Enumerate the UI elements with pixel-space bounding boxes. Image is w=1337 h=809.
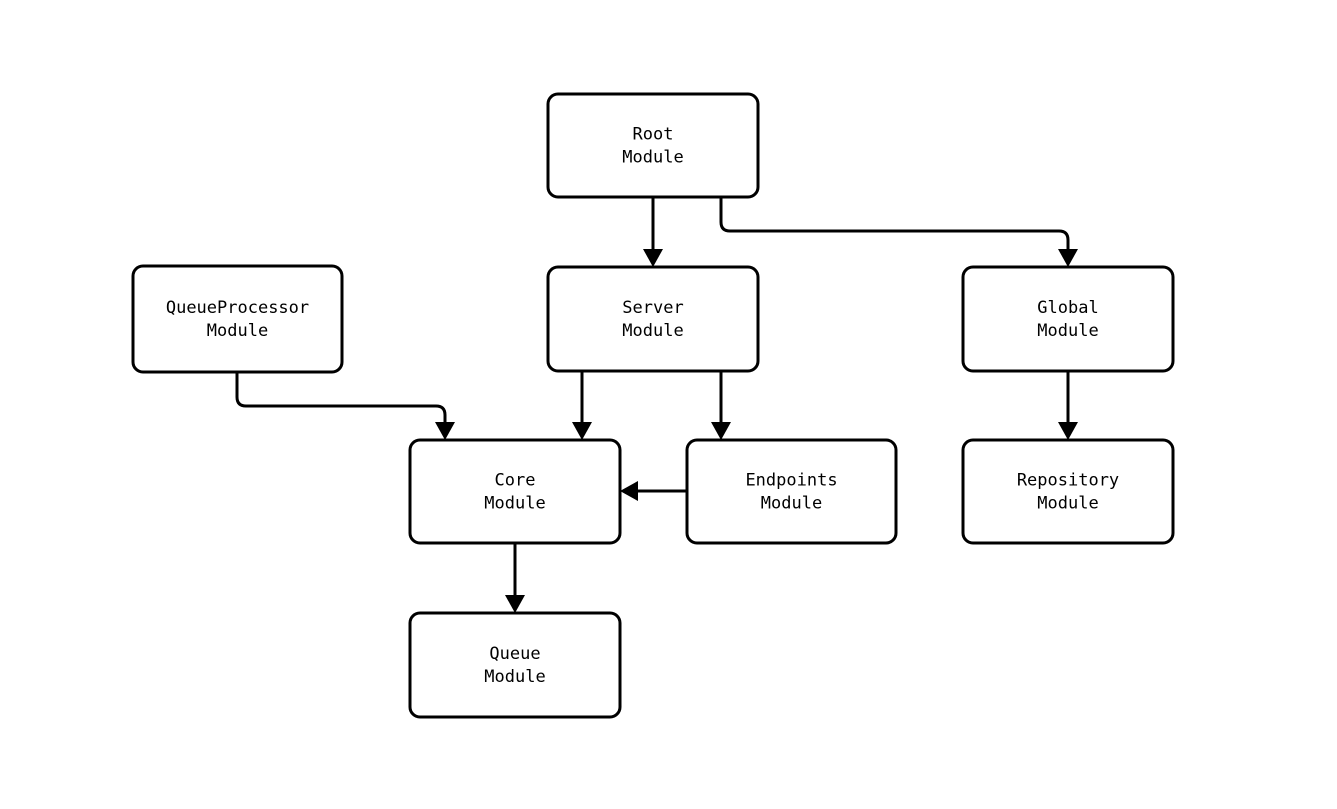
arrowhead-icon — [620, 481, 638, 501]
arrowhead-icon — [1058, 249, 1078, 267]
edge-global-to-repository — [1058, 371, 1078, 440]
node-label-line2: Module — [484, 494, 545, 514]
edge-endpoints-to-core — [620, 481, 687, 501]
edge-server-to-endpoints — [711, 371, 731, 440]
node-box[interactable] — [408, 438, 622, 545]
arrowhead-icon — [1058, 422, 1078, 440]
edges-layer — [235, 197, 1078, 613]
edge-core-to-queue — [505, 543, 525, 613]
node-label-line1: Core — [495, 471, 536, 491]
node-box[interactable] — [961, 438, 1175, 545]
node-box[interactable] — [685, 438, 898, 545]
node-box[interactable] — [961, 265, 1175, 373]
node-label-line2: Module — [761, 494, 822, 514]
arrowhead-icon — [505, 595, 525, 613]
arrowhead-icon — [435, 422, 455, 440]
edge-line — [235, 372, 447, 422]
node-label-line2: Module — [207, 321, 268, 341]
node-box[interactable] — [546, 265, 760, 373]
arrowhead-icon — [711, 422, 731, 440]
node-box[interactable] — [408, 611, 622, 719]
node-box[interactable] — [546, 92, 760, 199]
edge-line — [719, 197, 1070, 249]
node-label-line1: Root — [633, 125, 674, 145]
node-label-line2: Module — [1037, 321, 1098, 341]
node-box[interactable] — [131, 264, 344, 374]
edge-server-to-core — [572, 371, 592, 440]
node-label-line1: Endpoints — [745, 471, 837, 491]
node-label-line1: Global — [1037, 298, 1098, 318]
node-label-line2: Module — [622, 148, 683, 168]
node-label-line1: Server — [622, 298, 683, 318]
node-label-line2: Module — [1037, 494, 1098, 514]
node-label-line2: Module — [622, 321, 683, 341]
node-label-line2: Module — [484, 667, 545, 687]
edge-queueprocessor-to-core — [235, 372, 455, 440]
arrowhead-icon — [572, 422, 592, 440]
node-label-line1: QueueProcessor — [166, 298, 309, 318]
node-label-line1: Repository — [1017, 471, 1119, 491]
node-label-line1: Queue — [489, 644, 540, 664]
edge-root-to-server — [643, 197, 663, 267]
arrowhead-icon — [643, 249, 663, 267]
edge-root-to-global — [719, 197, 1078, 267]
